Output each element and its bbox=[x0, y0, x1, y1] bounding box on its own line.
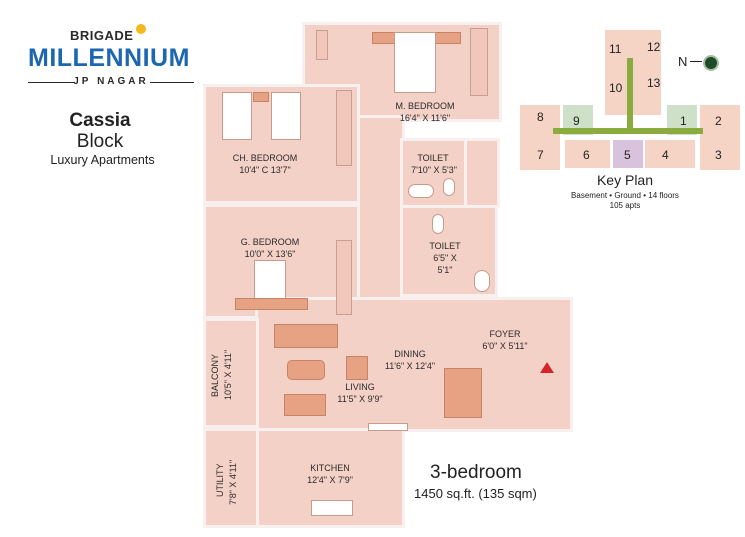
stove-sink-icon bbox=[311, 500, 353, 516]
tower-label: 5 bbox=[624, 148, 631, 162]
dims-kitchen: 12'4" X 7'9" bbox=[307, 475, 353, 485]
tower-label: 13 bbox=[647, 76, 661, 90]
tower-10-13 bbox=[605, 70, 661, 115]
label-dining: DINING bbox=[394, 349, 426, 359]
label-master-bedroom: M. BEDROOM bbox=[395, 101, 455, 111]
tower-6 bbox=[565, 140, 610, 168]
wardrobe-icon bbox=[336, 90, 352, 166]
tower-label: 4 bbox=[662, 148, 669, 162]
compass-line bbox=[690, 61, 702, 62]
tower-label: 10 bbox=[609, 81, 623, 95]
dims-living: 11'5" X 9'9" bbox=[337, 394, 383, 404]
dining-table-icon bbox=[444, 368, 482, 418]
dims-balcony: 10'5" X 4'11" bbox=[223, 349, 233, 401]
dims-toilet-2-line1: 6'5" X bbox=[433, 253, 457, 263]
corridor bbox=[627, 58, 633, 128]
dims-utility: 7'8" X 4'11" bbox=[228, 459, 238, 506]
label-balcony: BALCONY bbox=[210, 353, 220, 397]
tower-label: 1 bbox=[680, 114, 687, 128]
dims-toilet-1: 7'10" X 5'3" bbox=[411, 165, 457, 175]
room-utility bbox=[203, 428, 259, 528]
dresser-icon bbox=[316, 30, 328, 60]
tower-label: 11 bbox=[609, 42, 622, 56]
brand-top: BRIGADE bbox=[70, 28, 134, 43]
dims-child-bedroom: 10'4" C 13'7" bbox=[239, 165, 291, 175]
room-balcony bbox=[203, 318, 259, 428]
label-toilet-1: TOILET bbox=[417, 153, 449, 163]
compass-label: N bbox=[678, 54, 688, 69]
tower-label: 3 bbox=[715, 148, 722, 162]
divider bbox=[28, 82, 74, 83]
label-guest-bedroom: G. BEDROOM bbox=[240, 237, 300, 247]
unit-type: 3-bedroom bbox=[430, 462, 522, 483]
toilet-icon bbox=[432, 214, 444, 234]
sofa-icon bbox=[274, 324, 338, 348]
key-plan: 11 12 10 13 8 9 1 2 7 6 5 4 3 N Key Plan… bbox=[505, 20, 745, 220]
washbasin-icon bbox=[408, 184, 434, 198]
armchair-icon bbox=[346, 356, 368, 380]
tower-label: 8 bbox=[537, 110, 544, 124]
dims-dining: 11'6" X 12'4" bbox=[384, 361, 436, 371]
tv-unit-icon bbox=[368, 423, 408, 431]
tower-7 bbox=[520, 140, 560, 170]
tower-label: 6 bbox=[583, 148, 590, 162]
tower-3 bbox=[700, 140, 740, 170]
tower-2 bbox=[700, 105, 740, 140]
dims-toilet-2-line2: 5'1" bbox=[437, 265, 453, 275]
block-name-line2: Block bbox=[76, 131, 124, 152]
side-table bbox=[433, 32, 461, 44]
wardrobe-icon bbox=[336, 240, 352, 315]
divider bbox=[150, 82, 194, 83]
bed-headboard bbox=[235, 298, 308, 310]
dims-guest-bedroom: 10'0" X 13'6" bbox=[244, 249, 296, 259]
dims-foyer: 6'0" X 5'11" bbox=[482, 341, 528, 351]
entrance-marker-icon bbox=[540, 362, 554, 373]
corridor bbox=[553, 128, 703, 134]
single-bed-icon bbox=[222, 92, 252, 140]
coffee-table-icon bbox=[287, 360, 325, 380]
compass-icon bbox=[703, 55, 719, 71]
brand-location: JP NAGAR bbox=[73, 76, 149, 87]
key-plan-title: Key Plan bbox=[596, 172, 654, 188]
label-kitchen: KITCHEN bbox=[310, 463, 350, 473]
brand-name: MILLENNIUM bbox=[28, 44, 190, 72]
label-utility: UTILITY bbox=[215, 463, 225, 497]
label-toilet-2: TOILET bbox=[429, 241, 461, 251]
single-bed-icon bbox=[271, 92, 301, 140]
tower-label: 2 bbox=[715, 114, 722, 128]
dims-master-bedroom: 16'4" X 11'6" bbox=[399, 113, 451, 123]
block-name-line1: Cassia bbox=[69, 110, 131, 131]
side-table bbox=[253, 92, 269, 102]
double-bed-icon bbox=[394, 32, 436, 93]
key-plan-apartments: 105 apts bbox=[609, 201, 641, 210]
key-plan-floors: Basement • Ground • 14 floors bbox=[571, 191, 679, 200]
unit-area: 1450 sq.ft. (135 sqm) bbox=[414, 486, 537, 501]
tower-label: 7 bbox=[537, 148, 544, 162]
toilet-icon bbox=[443, 178, 455, 196]
tower-5 bbox=[613, 140, 643, 168]
room-toilet-2 bbox=[400, 205, 498, 297]
label-living: LIVING bbox=[345, 382, 375, 392]
room-passage bbox=[357, 115, 405, 300]
label-foyer: FOYER bbox=[489, 329, 521, 339]
tower-label: 12 bbox=[647, 40, 661, 54]
label-child-bedroom: CH. BEDROOM bbox=[232, 153, 298, 163]
wardrobe-icon bbox=[470, 28, 488, 96]
tower-8 bbox=[520, 105, 560, 140]
tower-label: 9 bbox=[573, 114, 580, 128]
washbasin-icon bbox=[474, 270, 490, 292]
brand-sun-icon bbox=[136, 24, 146, 34]
loveseat-icon bbox=[284, 394, 326, 416]
tower-4 bbox=[645, 140, 695, 168]
block-subtitle: Luxury Apartments bbox=[50, 153, 155, 167]
